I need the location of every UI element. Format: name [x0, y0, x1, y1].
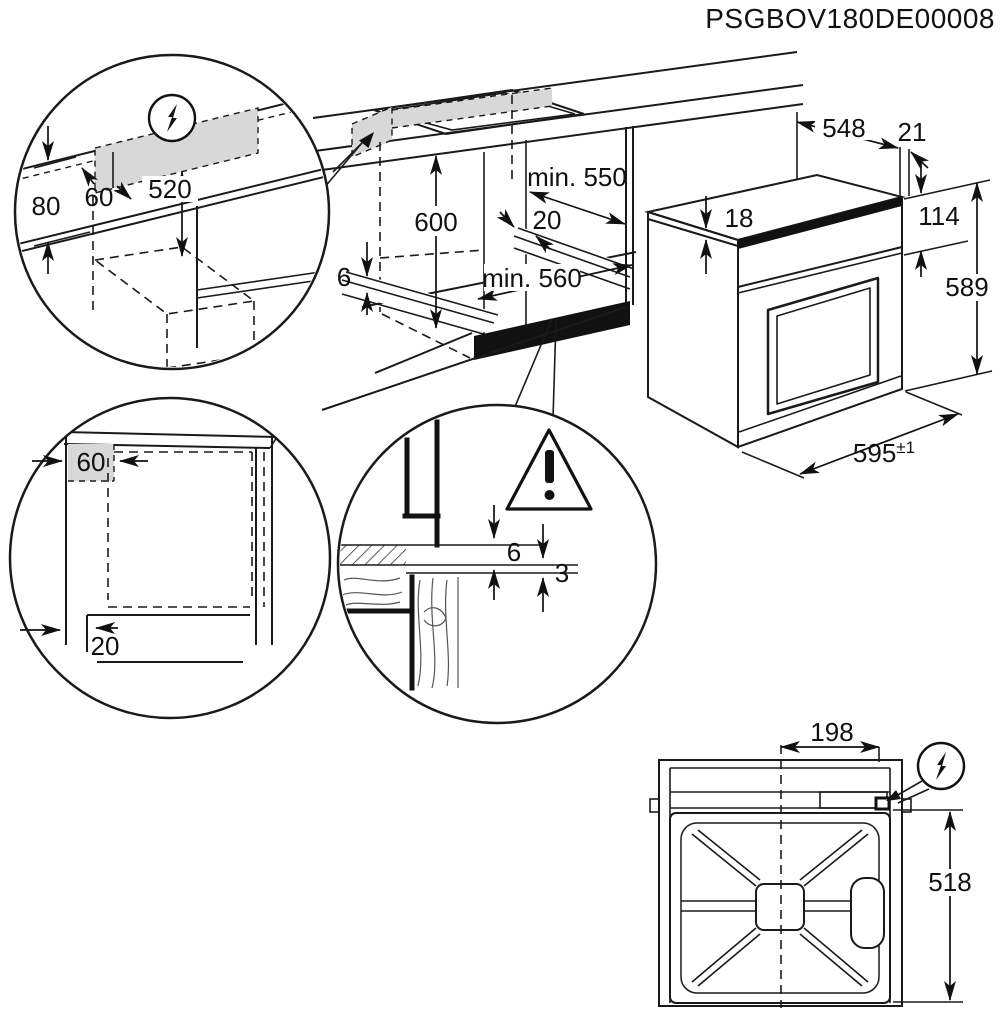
warning-icon [505, 428, 593, 511]
cabinet-niche-view: 600 min. 550 20 6 min. 560 [312, 51, 804, 419]
dim-oven-height: 589 [945, 272, 988, 302]
rear-view: 198 518 [649, 717, 978, 1008]
document-code: PSGBOV180DE00008 [705, 3, 995, 34]
dim-trim-gap-3: 3 [555, 558, 569, 588]
dim-niche-width: min. 560 [482, 263, 582, 293]
dim-oven-depth: 548 [822, 113, 865, 143]
electrical-connection-icon [916, 741, 966, 791]
dim-oven-front-panel: 114 [918, 201, 959, 231]
dim-rail-inset: 20 [533, 205, 562, 235]
dim-rail-height: 6 [337, 262, 351, 292]
dim-height-520: 520 [148, 174, 191, 204]
dim-offset-60: 60 [85, 182, 114, 212]
dim-niche-depth: min. 550 [527, 162, 627, 192]
dim-clearance-80: 80 [32, 191, 61, 221]
dim-oven-width: 595±1 [853, 438, 915, 468]
side-detail-circle: 60 20 [8, 396, 332, 720]
electrical-connection-icon [147, 93, 197, 143]
electrical-detail-circle: 80 60 520 [13, 53, 331, 371]
dim-oven-top-profile: 18 [725, 203, 754, 233]
oven-view: 18 548 21 114 589 595±1 [644, 112, 996, 479]
dim-rear-offset-60: 60 [77, 447, 106, 477]
dim-oven-rear-gap: 21 [898, 117, 927, 147]
dim-connection-offset-198: 198 [810, 717, 853, 747]
dim-base-inset-20: 20 [91, 631, 120, 661]
gap-detail-circle: 6 3 [336, 403, 658, 725]
dim-worktop-gap-6: 6 [507, 537, 521, 567]
dim-niche-height: 600 [414, 207, 457, 237]
dim-rear-height-518: 518 [928, 867, 971, 897]
